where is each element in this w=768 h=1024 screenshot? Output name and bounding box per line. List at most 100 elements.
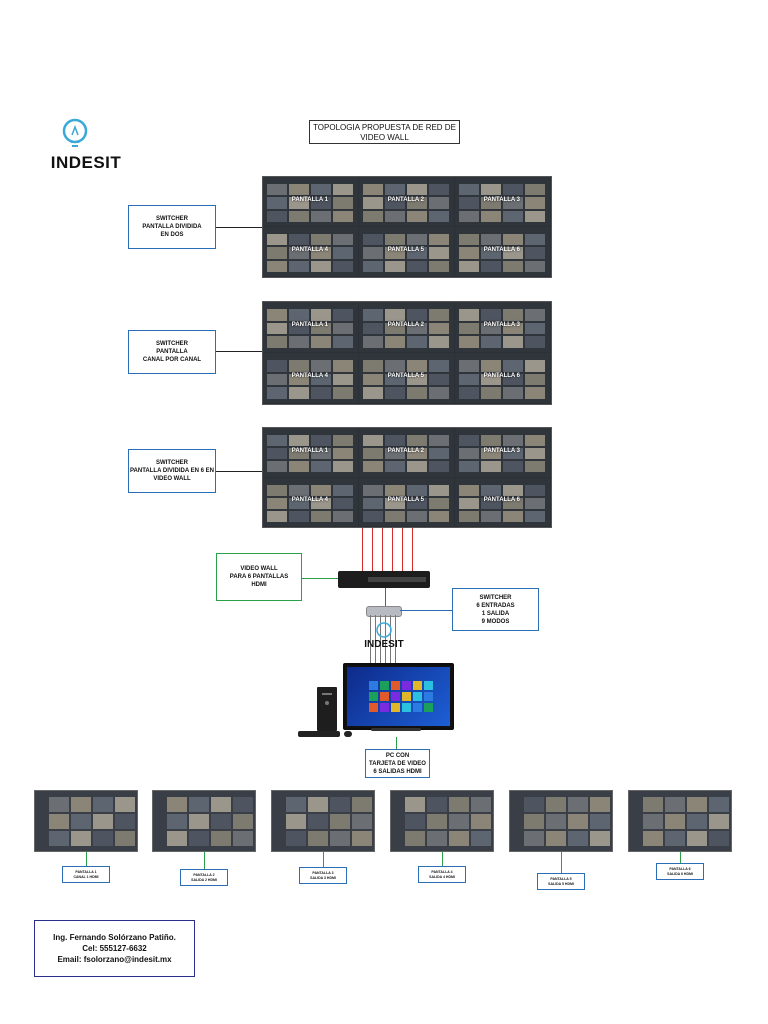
camera-thumbnail xyxy=(525,448,545,460)
indesit-logo: INDESIT xyxy=(50,115,121,177)
camera-thumbnail xyxy=(481,234,501,246)
camera-thumbnail xyxy=(311,360,331,372)
diagram-title: TOPOLOGIA PROPUESTA DE RED DE VIDEO WALL xyxy=(309,120,460,144)
camera-thumbnail xyxy=(311,336,331,348)
camera-thumbnail xyxy=(503,360,523,372)
camera-thumbnail xyxy=(429,484,449,496)
camera-thumbnail xyxy=(503,210,523,222)
camera-thumbnail xyxy=(525,247,545,259)
camera-thumbnail xyxy=(189,797,209,812)
wall-1-label-line: PANTALLA DIVIDIDA xyxy=(142,224,202,230)
camera-thumbnail xyxy=(407,197,427,209)
camera-thumbnail xyxy=(363,184,383,196)
camera-thumbnail xyxy=(363,322,383,335)
wall-3-label-line: SWITCHER xyxy=(156,460,188,466)
camera-thumbnail xyxy=(590,797,610,812)
output-label-line: SALIDA 3 HDMI xyxy=(310,875,336,880)
camera-thumbnail xyxy=(525,360,545,372)
camera-thumbnail xyxy=(363,484,383,496)
camera-thumbnail xyxy=(311,197,331,209)
camera-thumbnail xyxy=(267,484,287,496)
camera-thumbnail xyxy=(167,831,187,846)
camera-thumbnail xyxy=(267,210,287,222)
camera-thumbnail xyxy=(525,387,545,399)
camera-thumbnail xyxy=(311,309,331,321)
camera-thumbnail xyxy=(333,387,353,399)
camera-thumbnail xyxy=(407,448,427,460)
camera-thumbnail xyxy=(267,247,287,259)
pane-label: PANTALLA 2 xyxy=(387,197,425,203)
camera-thumbnail xyxy=(590,831,610,846)
camera-thumbnail xyxy=(333,373,353,386)
camera-thumbnail xyxy=(405,814,425,829)
camera-thumbnail xyxy=(115,797,135,812)
camera-thumbnail xyxy=(407,484,427,496)
camera-thumbnail xyxy=(385,448,405,460)
app-tile xyxy=(380,681,389,690)
camera-thumbnail xyxy=(407,373,427,386)
camera-thumbnail xyxy=(459,234,479,246)
camera-thumbnail xyxy=(385,435,405,447)
camera-thumbnail xyxy=(311,435,331,447)
camera-thumbnail xyxy=(267,336,287,348)
camera-thumbnail xyxy=(709,831,729,846)
pane-label: PANTALLA 1 xyxy=(291,447,329,454)
camera-thumbnail xyxy=(189,814,209,829)
camera-thumbnail xyxy=(385,197,405,209)
connector-line xyxy=(400,610,452,611)
contact-name: Ing. Fernando Solórzano Patiño. xyxy=(53,933,176,942)
pane-label: PANTALLA 3 xyxy=(483,322,521,329)
camera-thumbnail xyxy=(481,387,501,399)
camera-thumbnail xyxy=(503,184,523,196)
camera-thumbnail xyxy=(429,387,449,399)
camera-thumbnail xyxy=(363,510,383,522)
switcher-label-line: 9 MODOS xyxy=(481,618,510,625)
pc-label-line: 6 SALIDAS HDMI xyxy=(373,768,422,775)
camera-thumbnail xyxy=(352,797,372,812)
camera-thumbnail xyxy=(503,435,523,447)
camera-thumbnail xyxy=(429,360,449,372)
camera-thumbnail xyxy=(385,234,405,246)
camera-thumbnail xyxy=(289,336,309,348)
camera-thumbnail xyxy=(449,814,469,829)
camera-thumbnail xyxy=(429,234,449,246)
hdmi-cable xyxy=(395,615,396,663)
camera-thumbnail xyxy=(524,831,544,846)
wall-pane: PANTALLA 2 xyxy=(359,177,454,226)
output-label-line: SALIDA 4 HDMI xyxy=(429,874,455,879)
camera-thumbnail xyxy=(429,448,449,460)
title-line-2: VIDEO WALL xyxy=(360,133,409,142)
pane-label: PANTALLA 5 xyxy=(387,497,425,504)
camera-thumbnail xyxy=(503,322,523,335)
monitor-screen xyxy=(347,667,450,726)
camera-thumbnail xyxy=(503,197,523,209)
connector-line xyxy=(86,852,87,866)
camera-thumbnail xyxy=(459,322,479,335)
camera-thumbnail xyxy=(503,234,523,246)
app-tile xyxy=(402,703,411,712)
switcher-label-line: 1 SALIDA xyxy=(481,610,510,617)
camera-thumbnail xyxy=(481,210,501,222)
camera-thumbnail xyxy=(267,184,287,196)
output-screen xyxy=(509,790,613,852)
camera-thumbnail xyxy=(333,210,353,222)
camera-thumbnail xyxy=(330,814,350,829)
pane-label: PANTALLA 1 xyxy=(291,197,329,203)
keyboard xyxy=(298,731,340,737)
camera-thumbnail xyxy=(481,247,501,259)
wall-1-label-line: SWITCHER xyxy=(156,216,188,222)
app-tile xyxy=(413,703,422,712)
camera-thumbnail xyxy=(267,461,287,473)
camera-thumbnail xyxy=(289,247,309,259)
camera-thumbnail xyxy=(407,461,427,473)
output-label-line: PANTALLA 1 xyxy=(75,869,97,874)
camera-thumbnail xyxy=(363,336,383,348)
camera-thumbnail xyxy=(481,448,501,460)
app-tile xyxy=(424,681,433,690)
output-label-line: PANTALLA 3 xyxy=(312,870,334,875)
camera-thumbnail xyxy=(429,322,449,335)
camera-thumbnail xyxy=(385,510,405,522)
indesit-logo-small: INDESIT xyxy=(364,620,404,660)
camera-thumbnail xyxy=(449,831,469,846)
app-tile xyxy=(369,703,378,712)
